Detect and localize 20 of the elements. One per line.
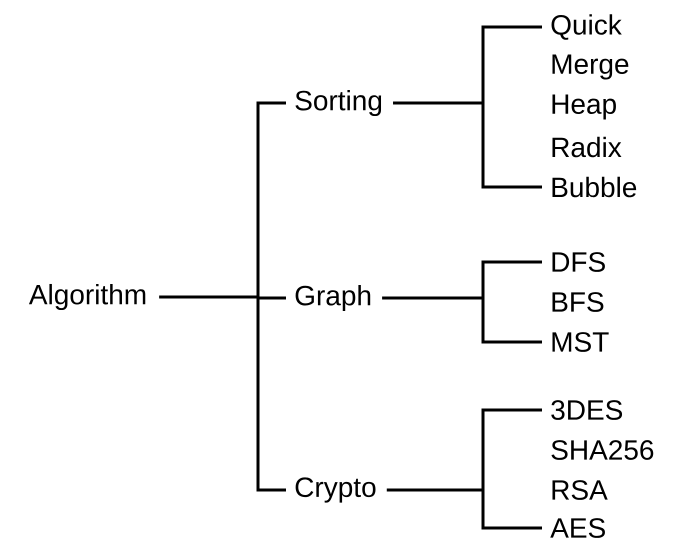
tree-label: MST <box>552 332 609 352</box>
tree-label: Bubble <box>552 176 636 198</box>
tree-label: AES <box>550 518 605 538</box>
tree-label: Crypto <box>296 477 376 503</box>
tree-connector <box>386 488 542 530</box>
tree-label: Sorting <box>295 90 382 116</box>
tree-label: Graph <box>296 284 370 312</box>
tree-label: Heap <box>552 94 616 120</box>
tree-label: BFS <box>552 292 604 312</box>
tree-label: SHA256 <box>551 440 654 460</box>
tree-label: DFS <box>552 252 605 272</box>
tree-label: Merge <box>552 54 628 80</box>
tree-label: Quick <box>552 14 622 40</box>
tree-label: Radix <box>552 136 622 158</box>
tree-label: Algorithm <box>28 284 146 310</box>
tree-label: RSA <box>552 480 608 500</box>
tree-connector <box>159 296 286 492</box>
tree-connector <box>382 296 542 344</box>
tree-connector <box>393 102 542 188</box>
tree-label: 3DES <box>551 400 622 420</box>
